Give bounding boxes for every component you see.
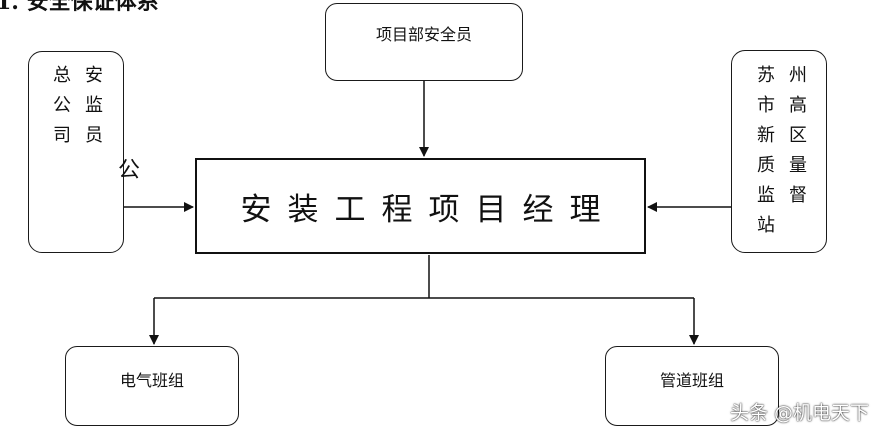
node-piping-team: 管道班组 (605, 346, 779, 426)
node-suzhou-col1: 苏市新质监站 (754, 65, 775, 245)
node-head-office-col1: 总公司 (50, 65, 71, 155)
node-head-office-safety: 总公司 安监员 (28, 51, 124, 253)
watermark-text: 头条 @机电天下 (729, 402, 869, 424)
node-project-safety-officer: 项目部安全员 (325, 3, 523, 81)
node-installation-project-manager: 安装工程项目经理 (195, 158, 646, 254)
node-project-safety-officer-label: 项目部安全员 (375, 25, 472, 44)
node-piping-team-label: 管道班组 (659, 371, 724, 390)
node-installation-project-manager-label: 安装工程项目经理 (240, 192, 617, 228)
section-title-fragment: 1. 安全保证体系 (0, 0, 159, 15)
node-suzhou-quality-station: 苏市新质监站 州高区量督 (731, 50, 827, 253)
node-electrical-team: 电气班组 (65, 346, 239, 426)
node-head-office-col2: 安监员 (82, 65, 103, 155)
overlapping-character: 公 (118, 158, 141, 183)
node-electrical-team-label: 电气班组 (119, 371, 184, 390)
node-suzhou-col2: 州高区量督 (786, 65, 807, 215)
